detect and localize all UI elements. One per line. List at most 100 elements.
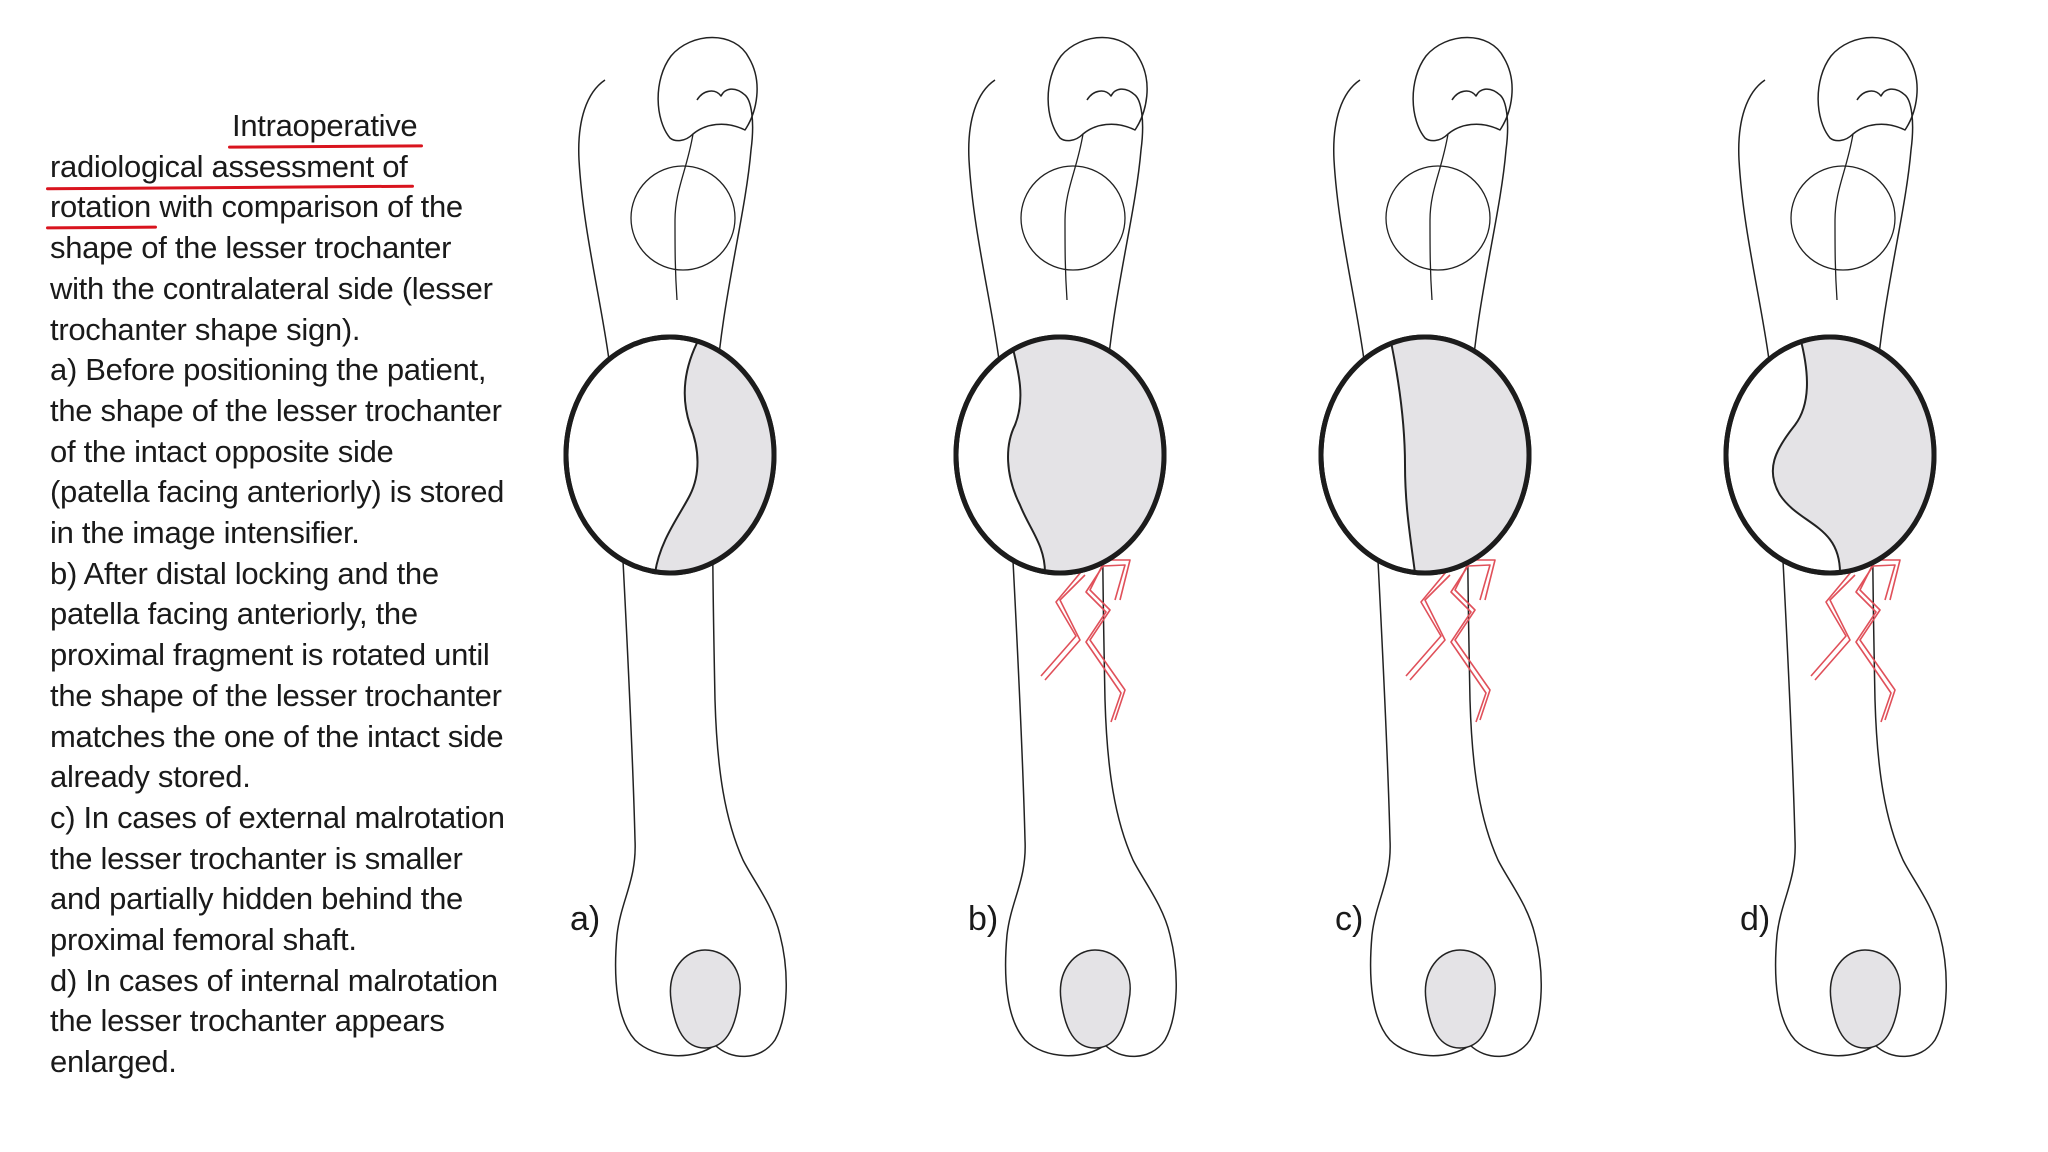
fracture-line xyxy=(1859,559,1901,721)
caption-line: trochanter shape sign). xyxy=(50,310,520,351)
caption-line: already stored. xyxy=(50,757,520,798)
femoral-head xyxy=(1412,36,1513,142)
trochanter-contour xyxy=(1007,337,1046,573)
magnifier-content xyxy=(1389,337,1529,573)
caption-text: the lesser trochanter is smaller xyxy=(50,840,463,876)
caption-line: d) In cases of internal malrotation xyxy=(50,961,520,1002)
panel-label: d) xyxy=(1740,900,1770,938)
trochanter-contour xyxy=(654,337,701,573)
caption-text: with comparison of the xyxy=(151,189,463,225)
caption-text: the shape of the lesser trochanter xyxy=(50,392,502,428)
magnifier-content xyxy=(1771,337,1934,573)
magnifier-content xyxy=(654,337,774,573)
femur-panel-c xyxy=(1318,36,1542,1058)
caption-line: patella facing anteriorly, the xyxy=(50,594,520,635)
caption-line: the shape of the lesser trochanter xyxy=(50,676,520,717)
fracture-line xyxy=(1450,564,1491,723)
fracture-line xyxy=(1855,564,1896,723)
caption-text: proximal fragment is rotated until xyxy=(50,637,490,673)
underlined-text: Intraoperative xyxy=(232,108,418,143)
magnifier-ring xyxy=(563,334,777,576)
trochanter-contour xyxy=(1389,337,1416,573)
caption-line: and partially hidden behind the xyxy=(50,879,520,920)
caption-line: c) In cases of external malrotation xyxy=(50,798,520,839)
neck-line xyxy=(674,133,694,301)
caption-text: already stored. xyxy=(50,759,251,795)
femoral-head xyxy=(1817,36,1918,142)
caption-text: the lesser trochanter appears xyxy=(50,1003,445,1039)
fracture-line xyxy=(1409,574,1451,681)
femoral-head xyxy=(1047,36,1148,142)
trochanter-contour xyxy=(1771,337,1841,573)
caption-line: a) Before positioning the patient, xyxy=(50,350,520,391)
caption-line: the lesser trochanter is smaller xyxy=(50,839,520,880)
trochanter-shaded-region xyxy=(655,337,774,573)
trochanter-circle xyxy=(630,165,736,271)
trochanter-shaded-region xyxy=(1772,337,1934,573)
caption-line: the shape of the lesser trochanter xyxy=(50,391,520,432)
femur-panel-d xyxy=(1723,36,1947,1058)
caption-line: Intraoperative xyxy=(50,106,520,147)
patella xyxy=(1424,949,1496,1049)
fracture-line xyxy=(1814,574,1856,681)
fracture-line xyxy=(1044,574,1086,681)
trochanter-shaded-region xyxy=(1008,337,1164,573)
fracture-line xyxy=(1089,559,1131,721)
caption-line: rotation with comparison of the xyxy=(50,187,520,228)
caption-text: patella facing anteriorly, the xyxy=(50,596,418,632)
caption-text: b) After distal locking and the xyxy=(50,555,439,591)
caption-text: matches the one of the intact side xyxy=(50,718,504,754)
caption-line: shape of the lesser trochanter xyxy=(50,228,520,269)
caption-text: c) In cases of external malrotation xyxy=(50,799,505,835)
caption-line: in the image intensifier. xyxy=(50,513,520,554)
magnifier-content xyxy=(1007,337,1164,573)
femur-panel-a xyxy=(563,36,787,1058)
caption-text: enlarged. xyxy=(50,1044,177,1080)
caption-text: in the image intensifier. xyxy=(50,515,360,551)
caption-text: d) In cases of internal malrotation xyxy=(50,962,498,998)
fracture-lines xyxy=(1040,559,1131,723)
caption-line: of the intact opposite side xyxy=(50,432,520,473)
caption-line: (patella facing anteriorly) is stored xyxy=(50,472,520,513)
femoral-head xyxy=(657,36,758,142)
underlined-text: rotation xyxy=(50,189,151,225)
caption-line: b) After distal locking and the xyxy=(50,554,520,595)
caption-text: and partially hidden behind the xyxy=(50,881,463,917)
underlined-text: radiological assessment of xyxy=(50,148,408,184)
fracture-line xyxy=(1040,571,1082,677)
fracture-line xyxy=(1810,571,1852,677)
trochanter-circle xyxy=(1385,165,1491,271)
caption-text: shape of the lesser trochanter xyxy=(50,230,452,266)
neck-line xyxy=(1064,133,1084,301)
femur-panel-b xyxy=(953,36,1177,1058)
caption-text: trochanter shape sign). xyxy=(50,311,361,347)
caption-line: the lesser trochanter appears xyxy=(50,1001,520,1042)
caption-text: with the contralateral side (lesser xyxy=(50,270,493,306)
fracture-line xyxy=(1085,564,1126,723)
magnifier-ring xyxy=(953,334,1167,576)
patella xyxy=(1059,949,1131,1049)
patella xyxy=(669,949,741,1049)
panel-label: c) xyxy=(1335,900,1363,938)
caption-line: radiological assessment of xyxy=(50,147,520,188)
magnifier-ring xyxy=(1318,334,1532,576)
trochanter-shaded-region xyxy=(1390,337,1529,573)
caption-line: proximal femoral shaft. xyxy=(50,920,520,961)
magnifier xyxy=(1318,334,1532,576)
fracture-lines xyxy=(1810,559,1901,723)
patella xyxy=(1829,949,1901,1049)
trochanter-circle xyxy=(1020,165,1126,271)
caption-line: enlarged. xyxy=(50,1042,520,1083)
caption-text: a) Before positioning the patient, xyxy=(50,352,487,388)
caption-line: with the contralateral side (lesser xyxy=(50,269,520,310)
caption-line: matches the one of the intact side xyxy=(50,717,520,758)
caption-text: (patella facing anteriorly) is stored xyxy=(50,474,505,510)
caption-line: proximal fragment is rotated until xyxy=(50,635,520,676)
neck-line xyxy=(1429,133,1449,301)
magnifier xyxy=(1723,334,1937,576)
panel-label: b) xyxy=(968,900,998,938)
figure-caption: Intraoperative radiological assessment of… xyxy=(50,106,520,1083)
magnifier-ring xyxy=(1723,334,1937,576)
panel-label: a) xyxy=(570,900,600,938)
